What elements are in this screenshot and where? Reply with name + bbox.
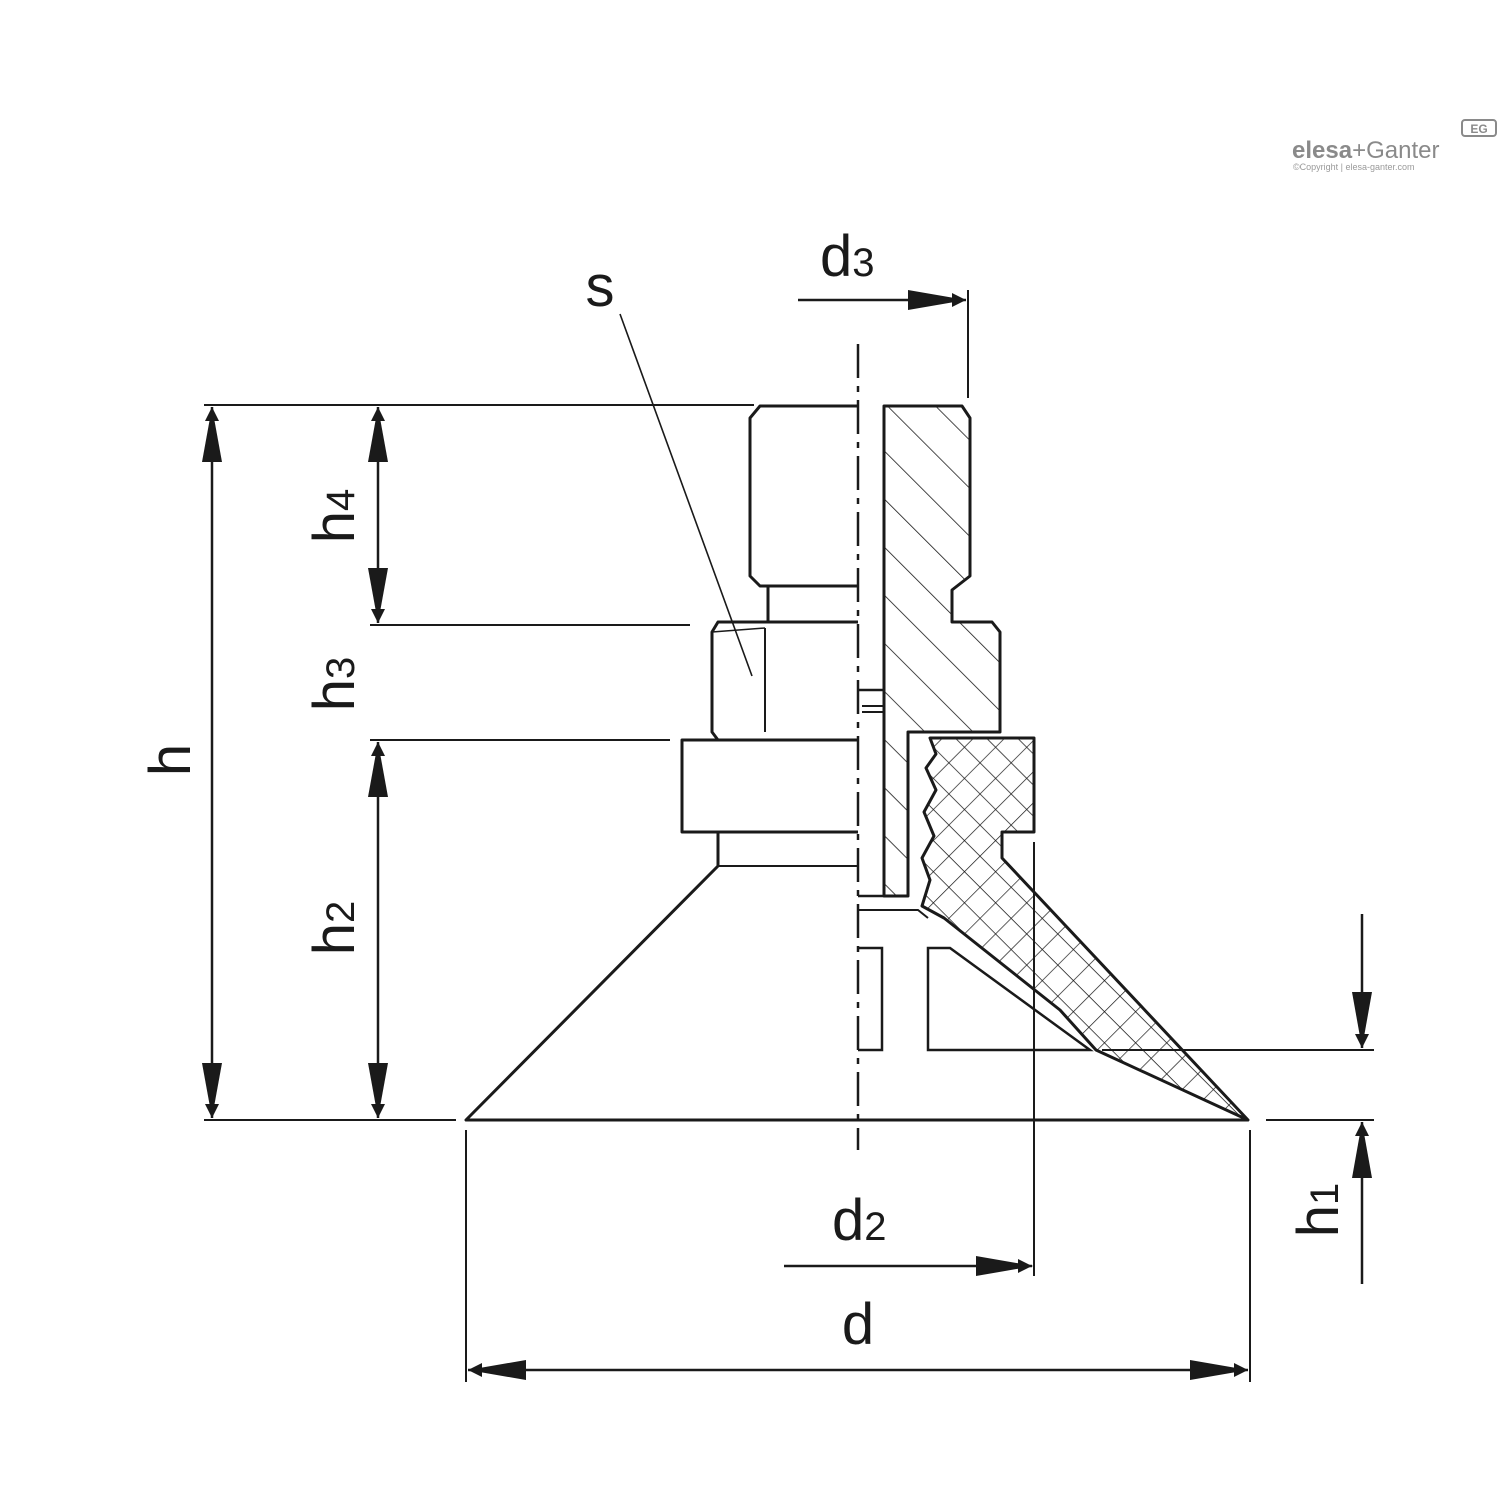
label-h1: h1 bbox=[1286, 1183, 1351, 1238]
suction-cup-cone bbox=[464, 864, 858, 1122]
brand-logo: elesa+Ganter ©Copyright | elesa-ganter.c… bbox=[1292, 119, 1497, 172]
label-d3: d3 bbox=[820, 224, 875, 289]
arrowheads bbox=[202, 290, 1372, 1380]
inner-rib-left bbox=[858, 946, 884, 1052]
brand-badge-frame bbox=[1461, 119, 1497, 137]
brand-name-elesa: elesa bbox=[1292, 137, 1353, 164]
part-section bbox=[858, 404, 1250, 1122]
s-leader-line bbox=[619, 313, 753, 677]
hex-nut bbox=[710, 620, 858, 742]
part-exterior bbox=[464, 404, 858, 1122]
label-h: h bbox=[138, 744, 203, 776]
metal-fitting-section bbox=[882, 404, 1002, 898]
brand-plus: + bbox=[1352, 137, 1366, 164]
extension-lines bbox=[204, 290, 1374, 1382]
label-h2: h2 bbox=[302, 901, 367, 956]
svg-text:elesa+Ganter: elesa+Ganter bbox=[1292, 137, 1439, 164]
dimension-labels: s d3 d2 d h h4 h3 h2 h1 bbox=[138, 224, 1351, 1357]
label-h4: h4 bbox=[302, 489, 367, 544]
brand-copyright: ©Copyright | elesa-ganter.com bbox=[1293, 162, 1415, 172]
inner-rib-right bbox=[926, 946, 1094, 1052]
inner-bore bbox=[858, 688, 886, 898]
label-s: s bbox=[586, 254, 615, 319]
rubber-cup-section bbox=[920, 736, 1250, 1122]
brand-name-ganter: Ganter bbox=[1366, 137, 1439, 164]
threaded-stud bbox=[748, 404, 858, 588]
collar bbox=[680, 738, 858, 834]
label-d: d bbox=[842, 1292, 874, 1357]
brand-badge: EG bbox=[1470, 122, 1487, 136]
label-h3: h3 bbox=[302, 657, 367, 712]
label-d2: d2 bbox=[832, 1188, 887, 1253]
